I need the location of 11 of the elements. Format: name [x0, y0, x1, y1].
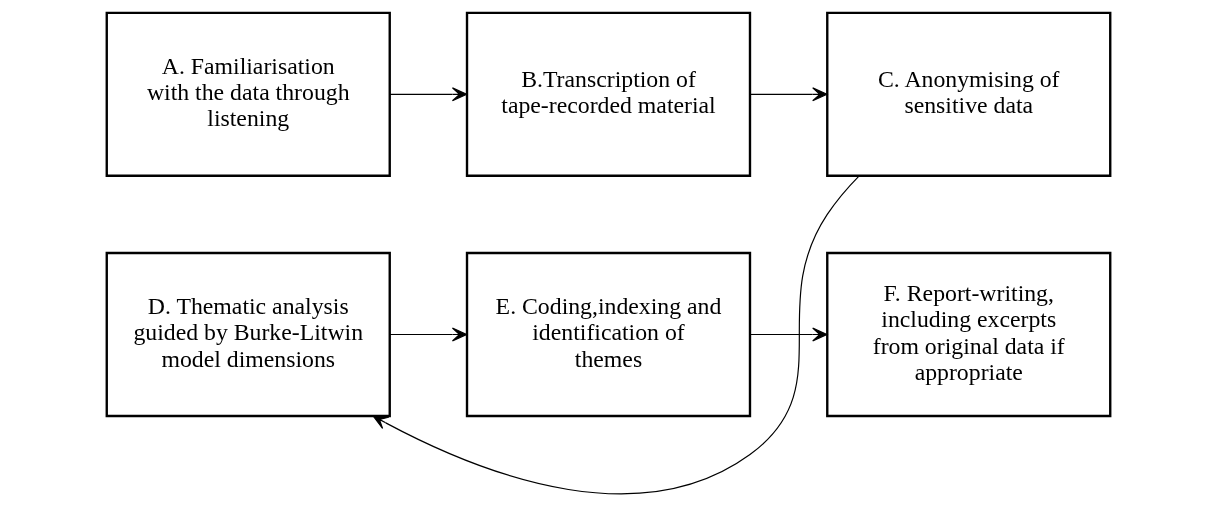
node-box: D. Thematic analysis guided by Burke-Litwin model dimensions: [105, 251, 391, 418]
node-box: F. Report-writing, including excerpts from original data if appropriate: [825, 251, 1111, 418]
arrow: [372, 175, 860, 495]
node-box: B.Transcription of tape-recorded material: [465, 11, 751, 177]
arrow: [388, 327, 467, 342]
node-box: E. Coding,indexing and identification of themes: [465, 251, 751, 418]
arrow: [749, 327, 828, 342]
node-box: A. Familiarisation with the data through listening: [105, 11, 391, 177]
node-box: C. Anonymising of sensitive data: [825, 11, 1111, 177]
arrow: [388, 87, 467, 102]
arrow: [749, 87, 828, 102]
